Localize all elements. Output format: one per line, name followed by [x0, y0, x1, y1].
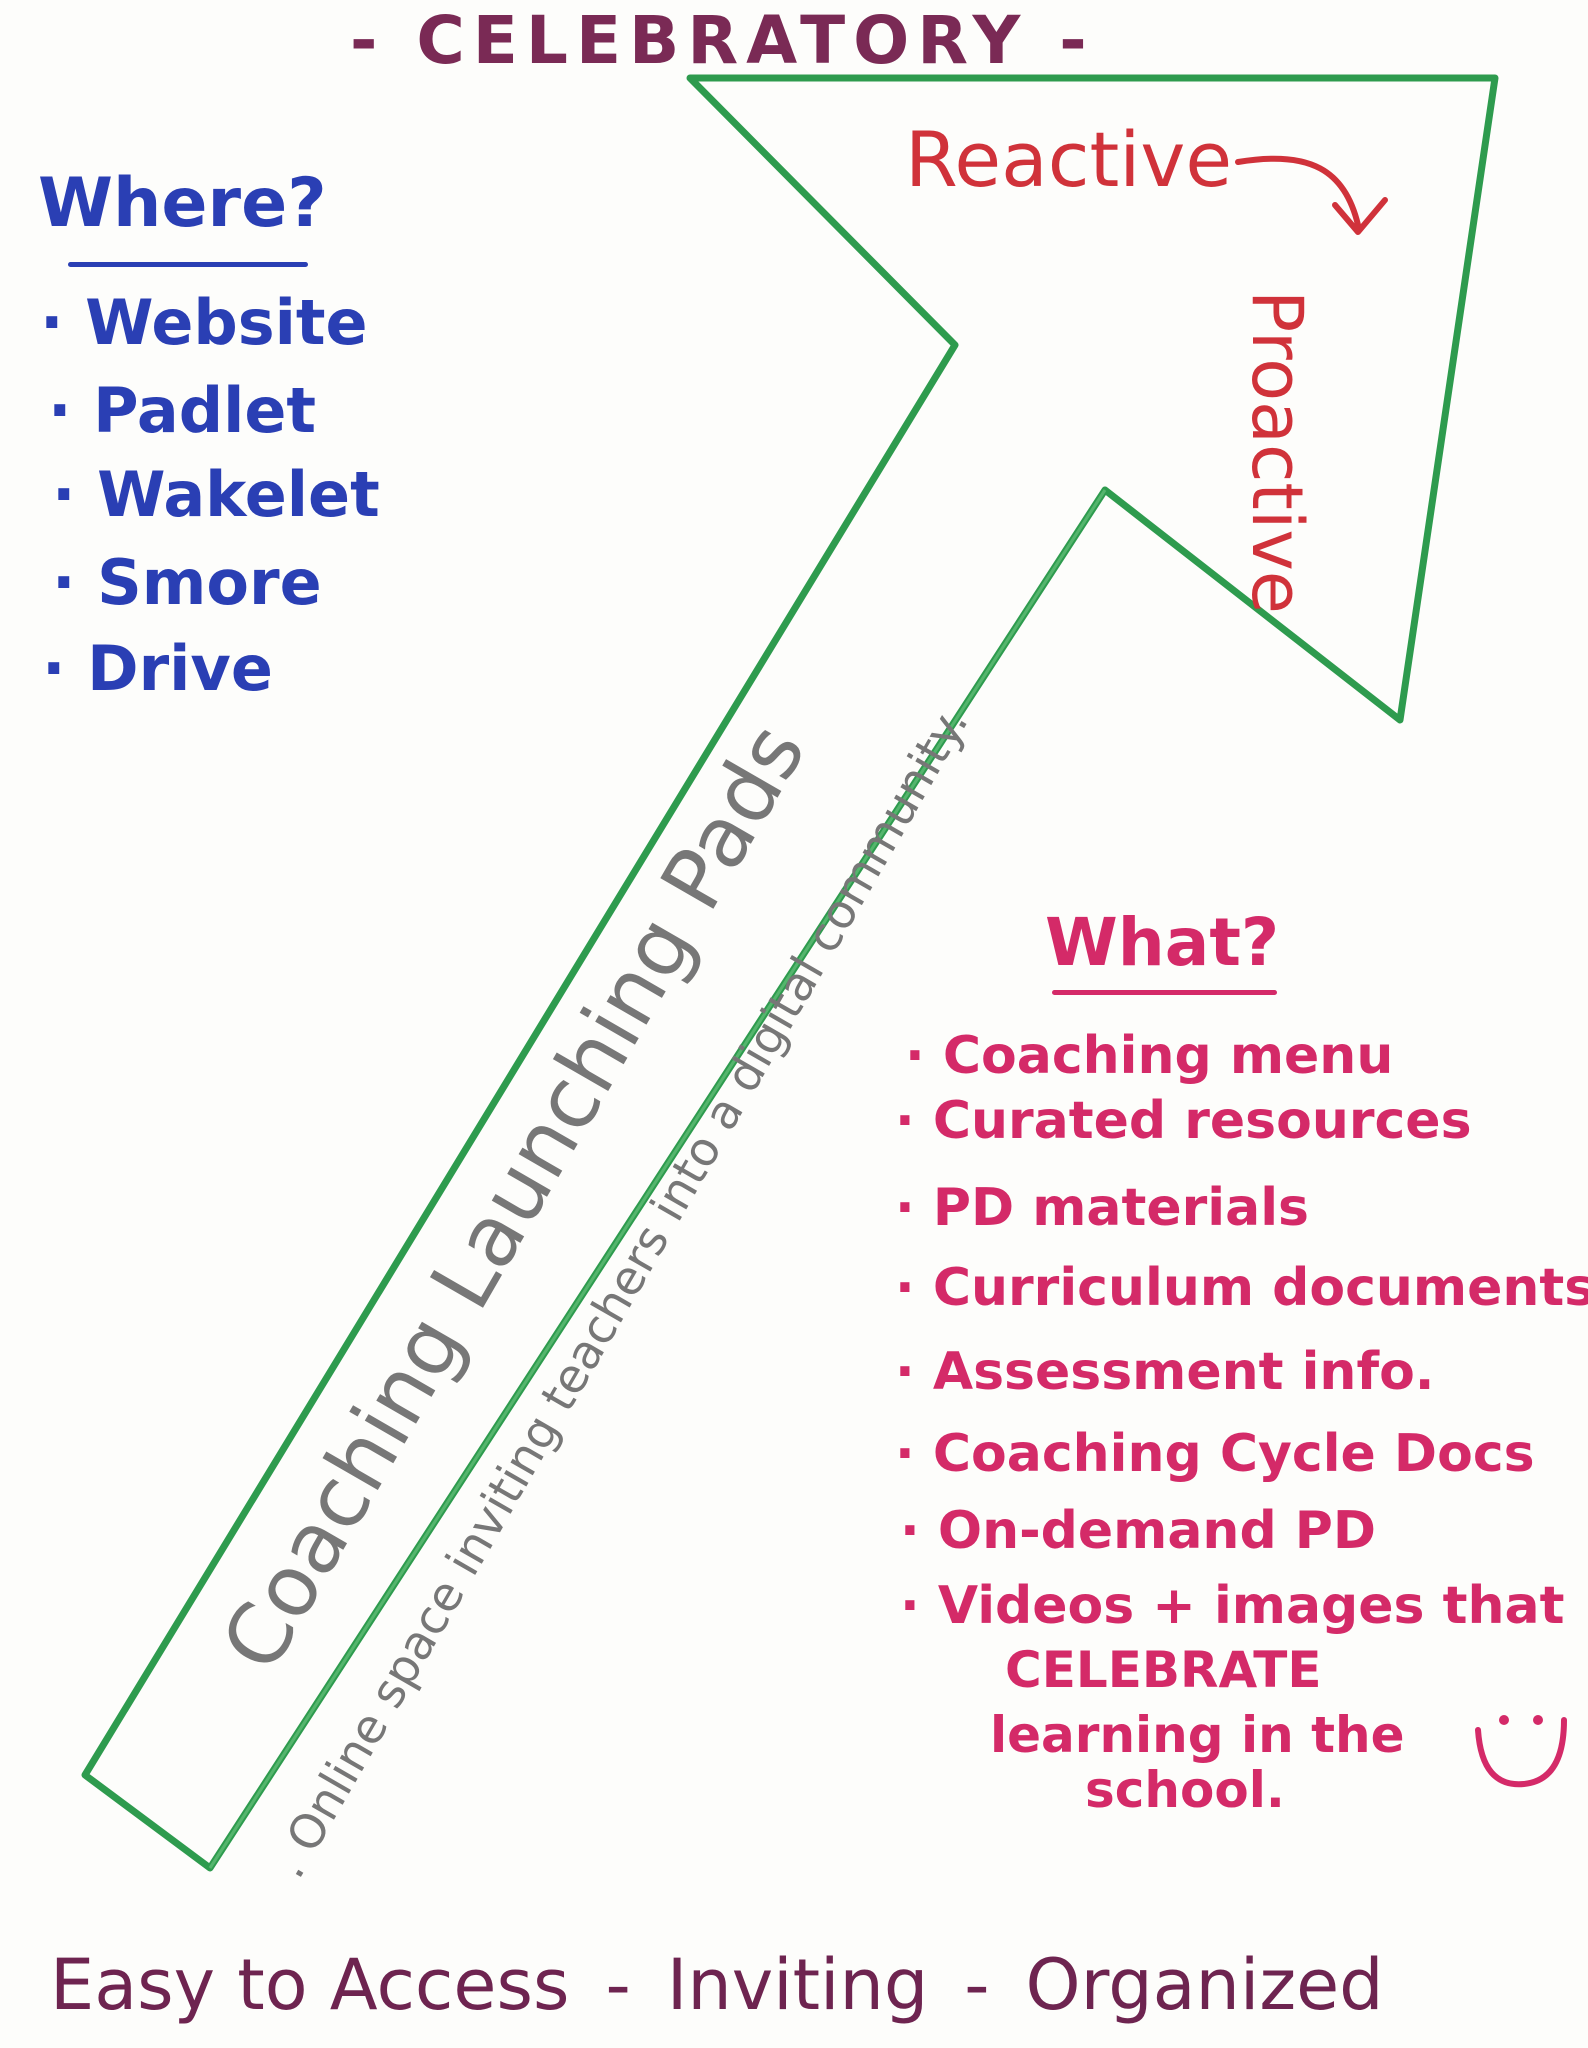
principle-separator: - [964, 1944, 990, 2026]
where-list-item: · Smore [52, 546, 322, 619]
what-list-item: · Coaching Cycle Docs [895, 1424, 1535, 1484]
what-list-item: · PD materials [895, 1178, 1309, 1238]
what-list-item: · Assessment info. [895, 1342, 1435, 1402]
what-list-item: · Videos + images that [900, 1576, 1565, 1636]
what-list-item-continuation: learning in the [990, 1706, 1405, 1764]
where-list-item: · Drive [42, 632, 273, 705]
reactive-label: Reactive [905, 115, 1233, 204]
proactive-label: Proactive [1236, 290, 1318, 614]
what-list-item-continuation: CELEBRATE [1005, 1641, 1322, 1699]
what-list-item: · Curated resources [895, 1091, 1472, 1151]
where-list-item: · Website [40, 286, 368, 359]
principle-separator: - [605, 1944, 631, 2026]
principle-organized: Organized [1025, 1944, 1384, 2026]
what-heading: What? [1045, 904, 1280, 981]
what-heading-underline [1052, 990, 1277, 995]
top-title: - CELEBRATORY - [350, 2, 1095, 79]
principle-inviting: Inviting [666, 1944, 929, 2026]
where-list-item: · Padlet [48, 374, 317, 447]
where-heading: Where? [38, 164, 327, 243]
arrow-center-line [208, 489, 1107, 1869]
what-list-item: · Curriculum documents [895, 1258, 1588, 1318]
smiley-icon [1475, 1715, 1567, 1788]
principle-easy-to-access: Easy to Access [50, 1944, 570, 2026]
curved-arrow-connector [1235, 155, 1361, 228]
what-list-item: · On-demand PD [900, 1501, 1377, 1561]
where-heading-underline [68, 262, 308, 267]
what-list-item-continuation: school. [1085, 1761, 1285, 1819]
what-list-item: · Coaching menu [905, 1026, 1394, 1086]
arrowhead-icon [1332, 197, 1388, 235]
where-list-item: · Wakelet [52, 458, 380, 531]
bottom-principles: Easy to Access - Inviting - Organized [50, 1940, 1384, 2030]
